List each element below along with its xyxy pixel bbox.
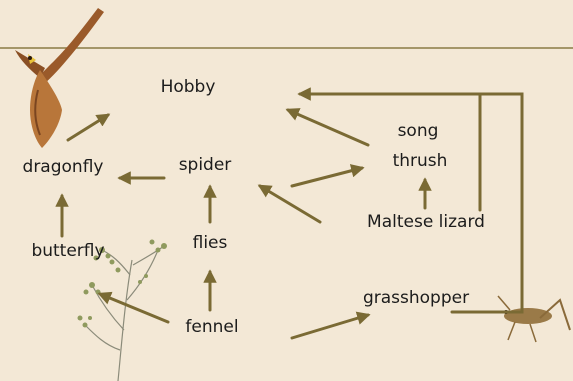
node-butterfly: butterfly [31,241,104,261]
node-dragonfly: dragonfly [23,157,104,177]
arrow-dragonfly-to-hobby [68,115,108,140]
grasshopper-icon [498,296,570,342]
node-flies: flies [193,233,228,253]
arrow-fennel-to-grasshopper [292,315,368,338]
node-spider: spider [179,155,232,175]
node-hobby: Hobby [161,77,216,97]
arrow-spider-to-thrush [292,168,362,186]
node-fennel: fennel [185,317,238,337]
arrow-thrush-to-hobby [288,110,368,145]
arrow-fennel-to-butterfly [100,294,168,322]
node-thrush: thrush [393,151,448,171]
node-maltese-lizard: Maltese lizard [367,212,485,232]
arrow-lizard-to-spider [260,186,320,222]
node-grasshopper: grasshopper [363,288,469,308]
node-song: song [398,121,439,141]
